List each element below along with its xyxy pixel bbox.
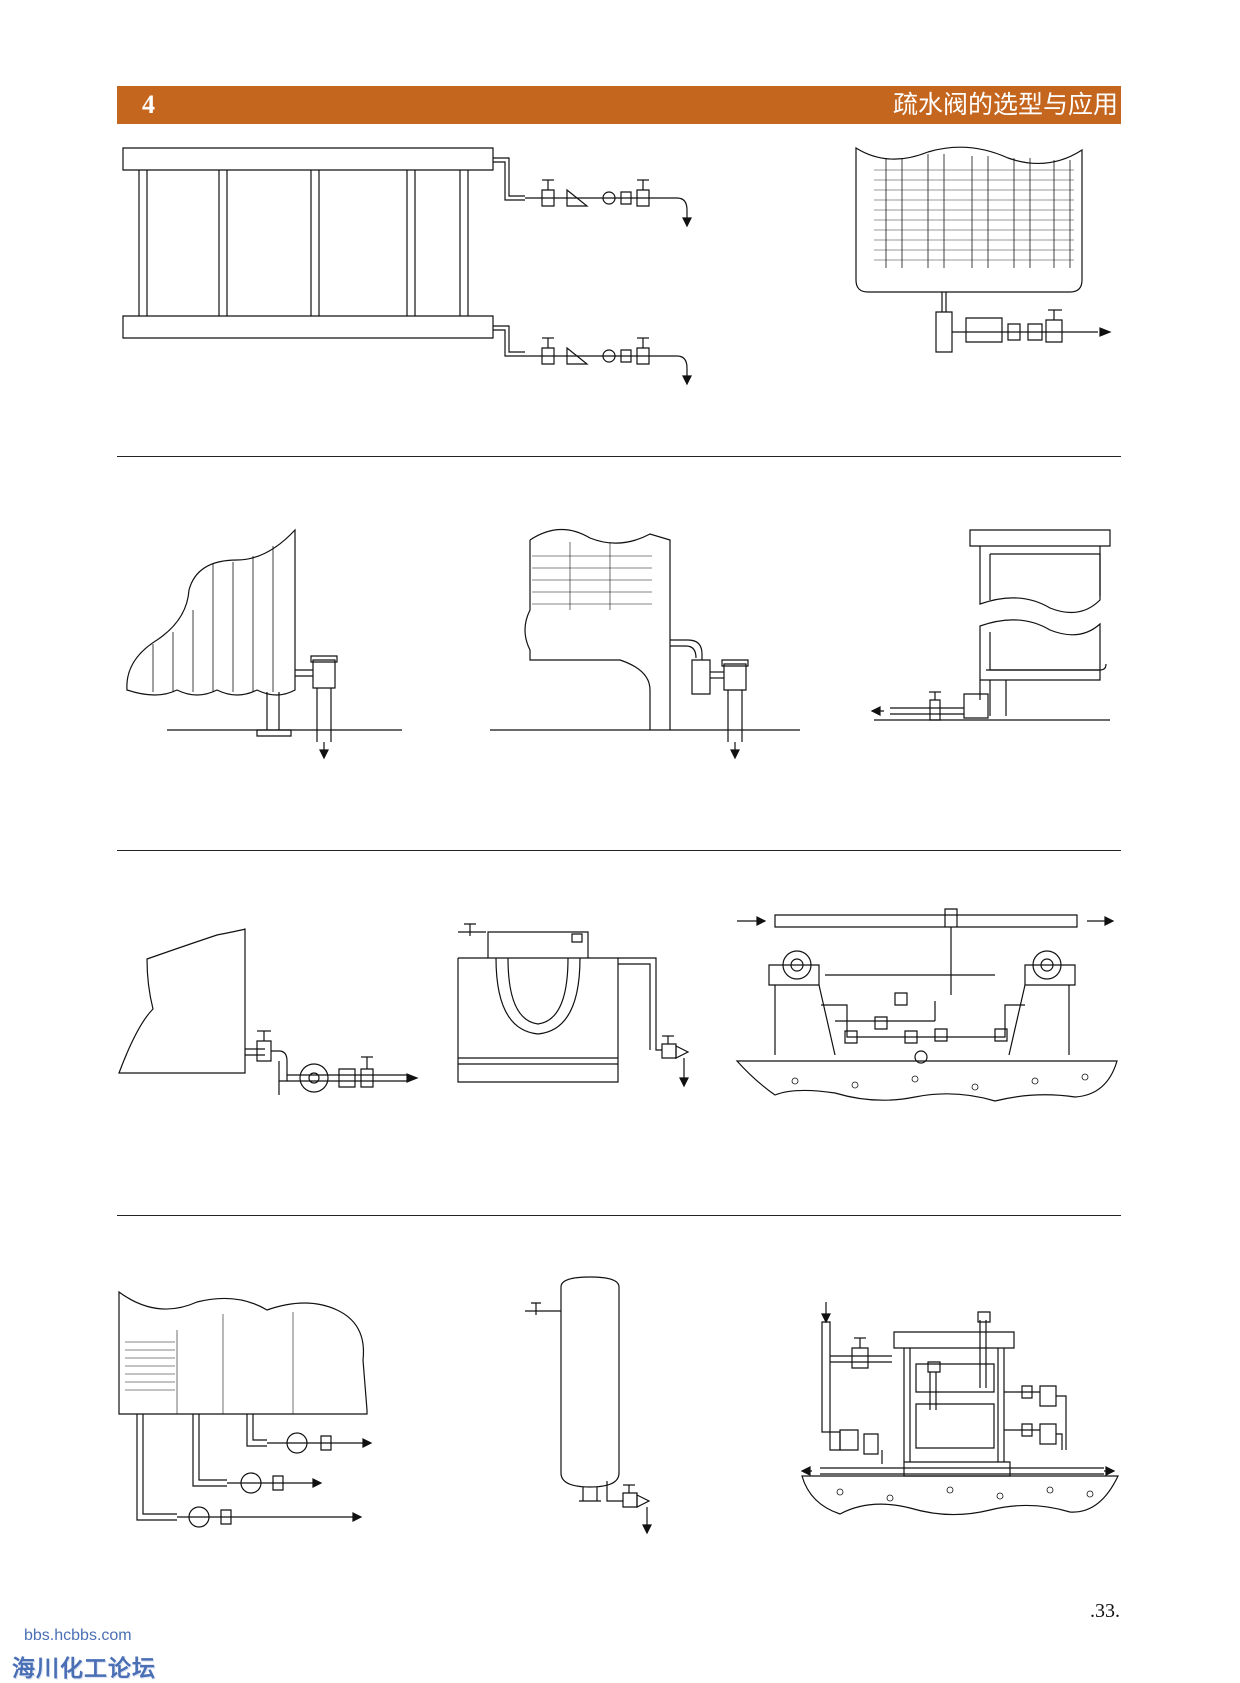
column-radiator-drain-diagram (117, 520, 407, 760)
chapter-title: 疏水阀的选型与应用 (892, 90, 1118, 119)
watermark-url: bbs.hcbbs.com (24, 1627, 132, 1644)
section-divider (117, 850, 1121, 851)
jacketed-kettle-drain-diagram (448, 920, 718, 1100)
watermark-forum-name: 海川化工论坛 (12, 1656, 156, 1682)
chapter-number: 4 (142, 90, 155, 119)
radiator-panel-drain-diagram (117, 140, 717, 390)
section-divider (117, 1215, 1121, 1216)
unit-heater-drain-diagram (848, 140, 1118, 365)
section-divider (117, 456, 1121, 457)
press-platen-drain-diagram (735, 905, 1120, 1115)
dryer-cylinder-drain-diagram (117, 1290, 387, 1530)
tank-jacket-drain-diagram (117, 925, 427, 1095)
chapter-header-bar (117, 86, 1121, 124)
heat-exchanger-coil-drain-diagram (870, 520, 1120, 740)
wall-heater-drain-diagram (480, 520, 810, 765)
press-frame-drain-diagram (800, 1300, 1120, 1530)
page-number: .33. (1090, 1600, 1120, 1622)
vertical-vessel-drain-diagram (505, 1275, 675, 1535)
